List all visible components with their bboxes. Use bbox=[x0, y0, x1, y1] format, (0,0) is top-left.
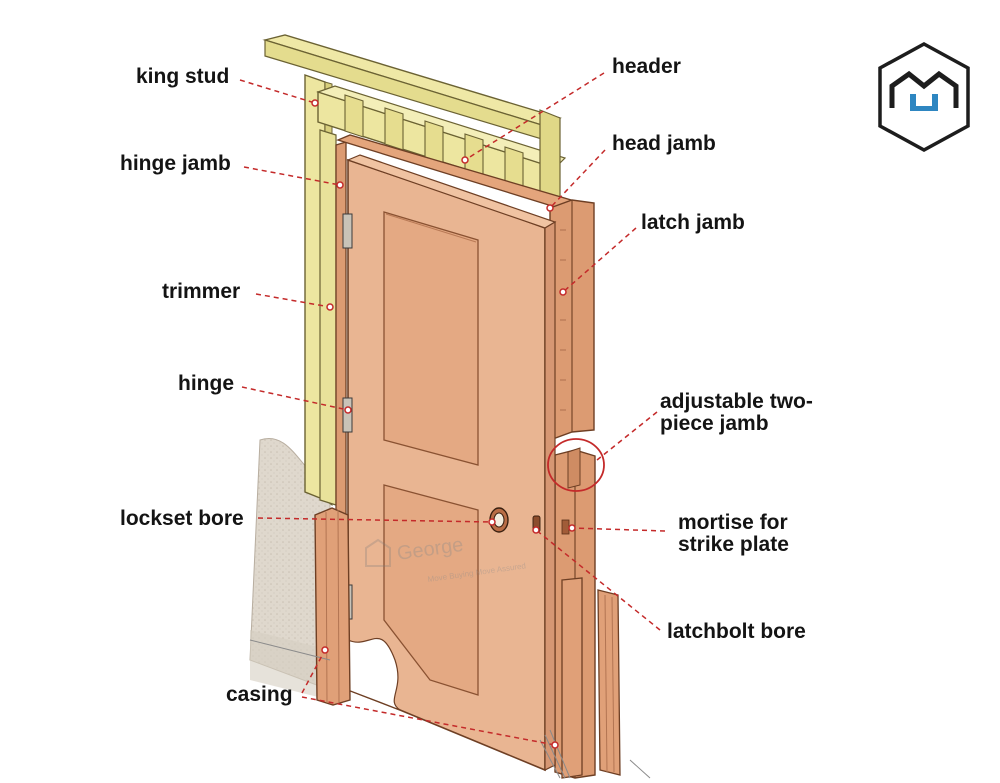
label-hinge-jamb: hinge jamb bbox=[120, 152, 231, 175]
leader-trimmer bbox=[255, 293, 331, 308]
casing-right-2 bbox=[597, 589, 621, 776]
casing-left bbox=[314, 507, 351, 706]
label-king-stud: king stud bbox=[136, 65, 230, 88]
label-adjustable-jamb-line1: adjustable two- bbox=[660, 390, 813, 413]
label-casing: casing bbox=[226, 683, 293, 706]
door-side bbox=[544, 220, 556, 771]
label-lockset-bore: lockset bore bbox=[120, 507, 244, 530]
leader-hinge bbox=[241, 386, 349, 411]
label-trimmer: trimmer bbox=[162, 280, 241, 303]
label-head-jamb: head jamb bbox=[612, 132, 716, 155]
trimmer bbox=[319, 129, 337, 506]
wall-plaster-base bbox=[250, 630, 330, 700]
leader-mortise bbox=[571, 527, 666, 532]
header-cripples bbox=[344, 94, 524, 190]
leader-dots bbox=[311, 99, 576, 749]
label-header: header bbox=[612, 55, 681, 78]
leader-hinge-jamb bbox=[243, 166, 341, 186]
label-latchbolt-bore: latchbolt bore bbox=[667, 620, 806, 643]
door-lower-panel bbox=[383, 484, 479, 696]
strike-mortise bbox=[561, 519, 570, 535]
label-mortise-line2: strike plate bbox=[678, 533, 789, 556]
leader-head-jamb bbox=[549, 149, 606, 209]
framing-end bbox=[539, 109, 561, 201]
label-latch-jamb: latch jamb bbox=[641, 211, 745, 234]
leader-casing-b bbox=[301, 696, 556, 746]
casing-right-1 bbox=[561, 577, 583, 779]
tongue-piece bbox=[567, 447, 581, 489]
house-logo-icon bbox=[878, 42, 970, 152]
door-cutaway bbox=[347, 637, 401, 711]
label-adjustable-jamb: adjustable two- piece jamb bbox=[660, 391, 813, 435]
leader-lockset-bore bbox=[257, 517, 493, 523]
leader-king-stud bbox=[239, 79, 316, 104]
leader-latch-jamb bbox=[562, 227, 637, 293]
watermark bbox=[365, 538, 391, 567]
label-mortise-strike: mortise for strike plate bbox=[678, 512, 789, 556]
label-hinge: hinge bbox=[178, 372, 234, 395]
label-mortise-line1: mortise for bbox=[678, 511, 788, 534]
leader-adjustable bbox=[596, 411, 658, 461]
door-upper-panel bbox=[383, 211, 479, 466]
adjustable-jamb-highlight bbox=[547, 438, 605, 492]
leader-casing-a bbox=[301, 649, 326, 694]
leader-lines bbox=[239, 72, 666, 746]
leader-header bbox=[464, 72, 605, 161]
label-adjustable-jamb-line2: piece jamb bbox=[660, 412, 769, 435]
